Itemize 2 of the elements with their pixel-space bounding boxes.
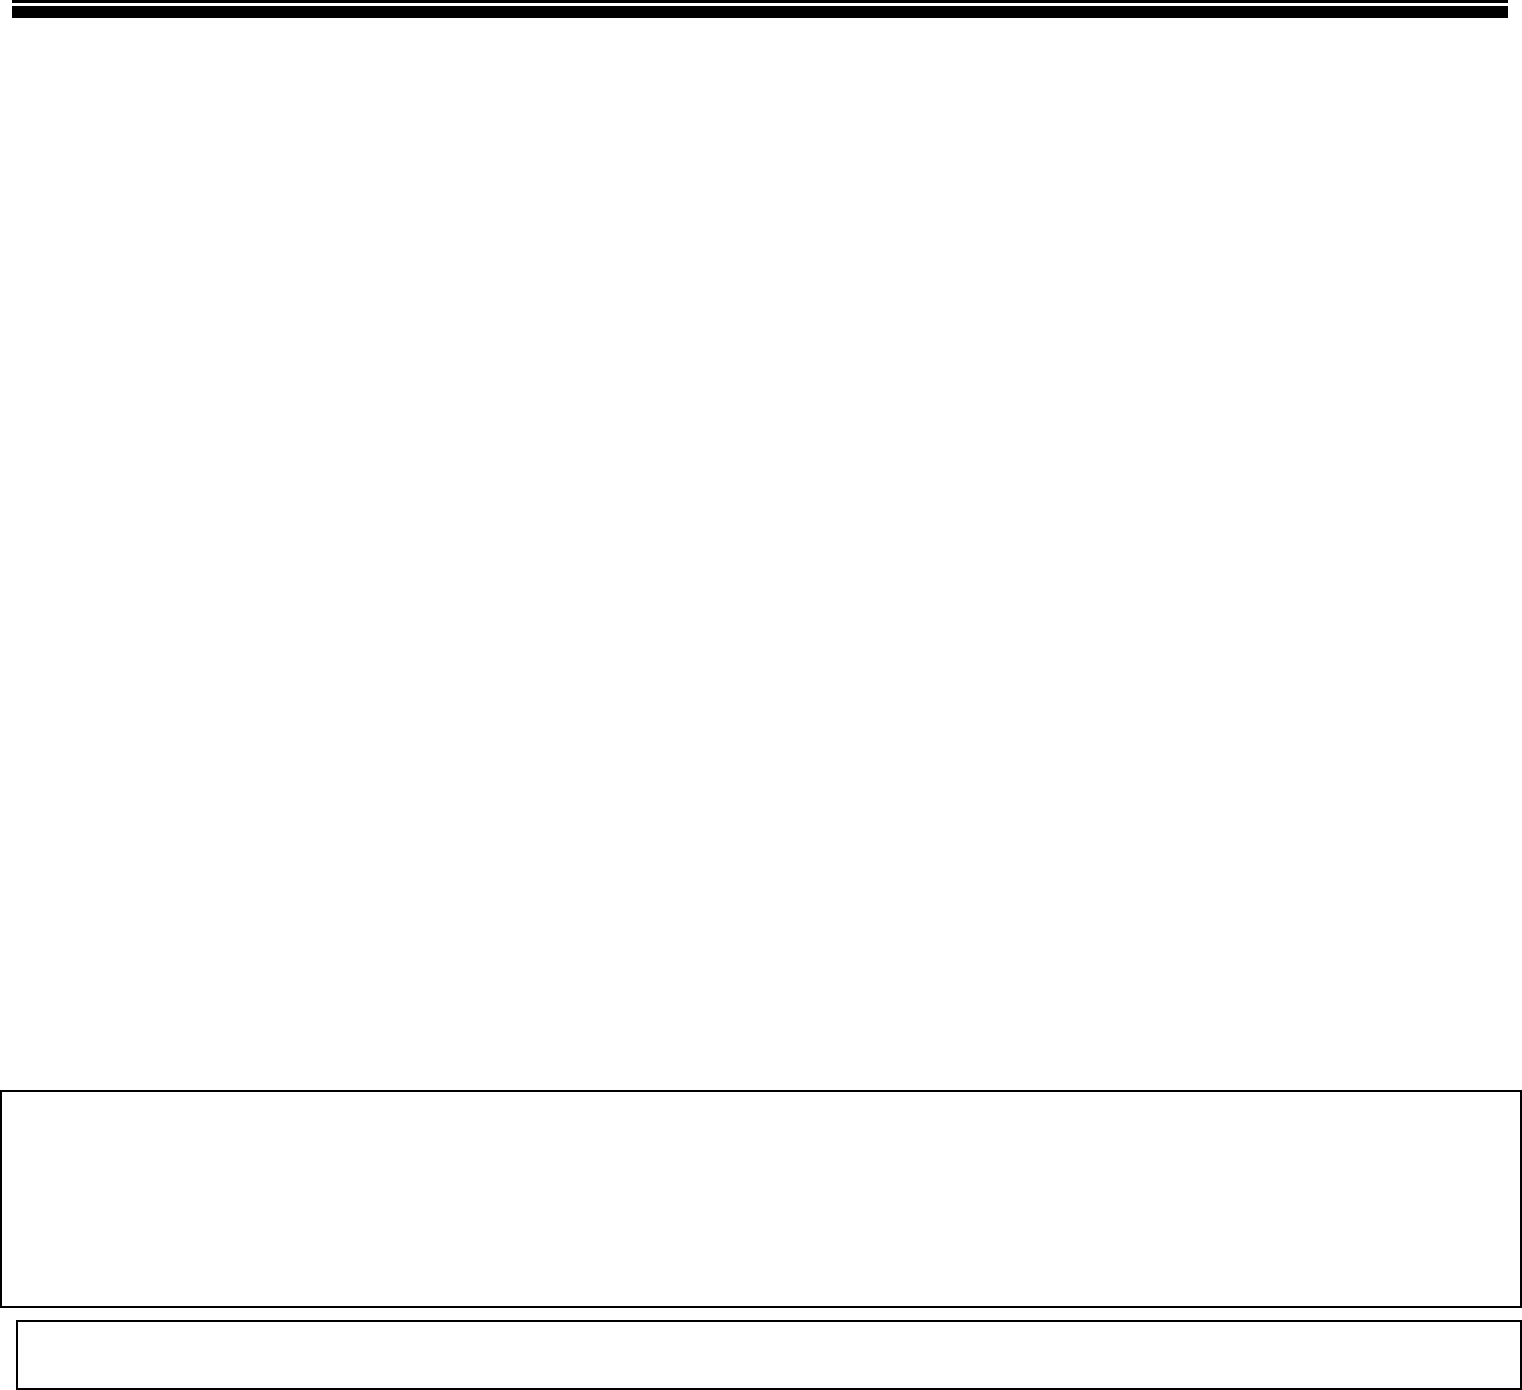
empty-box: [0, 1090, 1522, 1308]
empty-box: [16, 1320, 1522, 1390]
